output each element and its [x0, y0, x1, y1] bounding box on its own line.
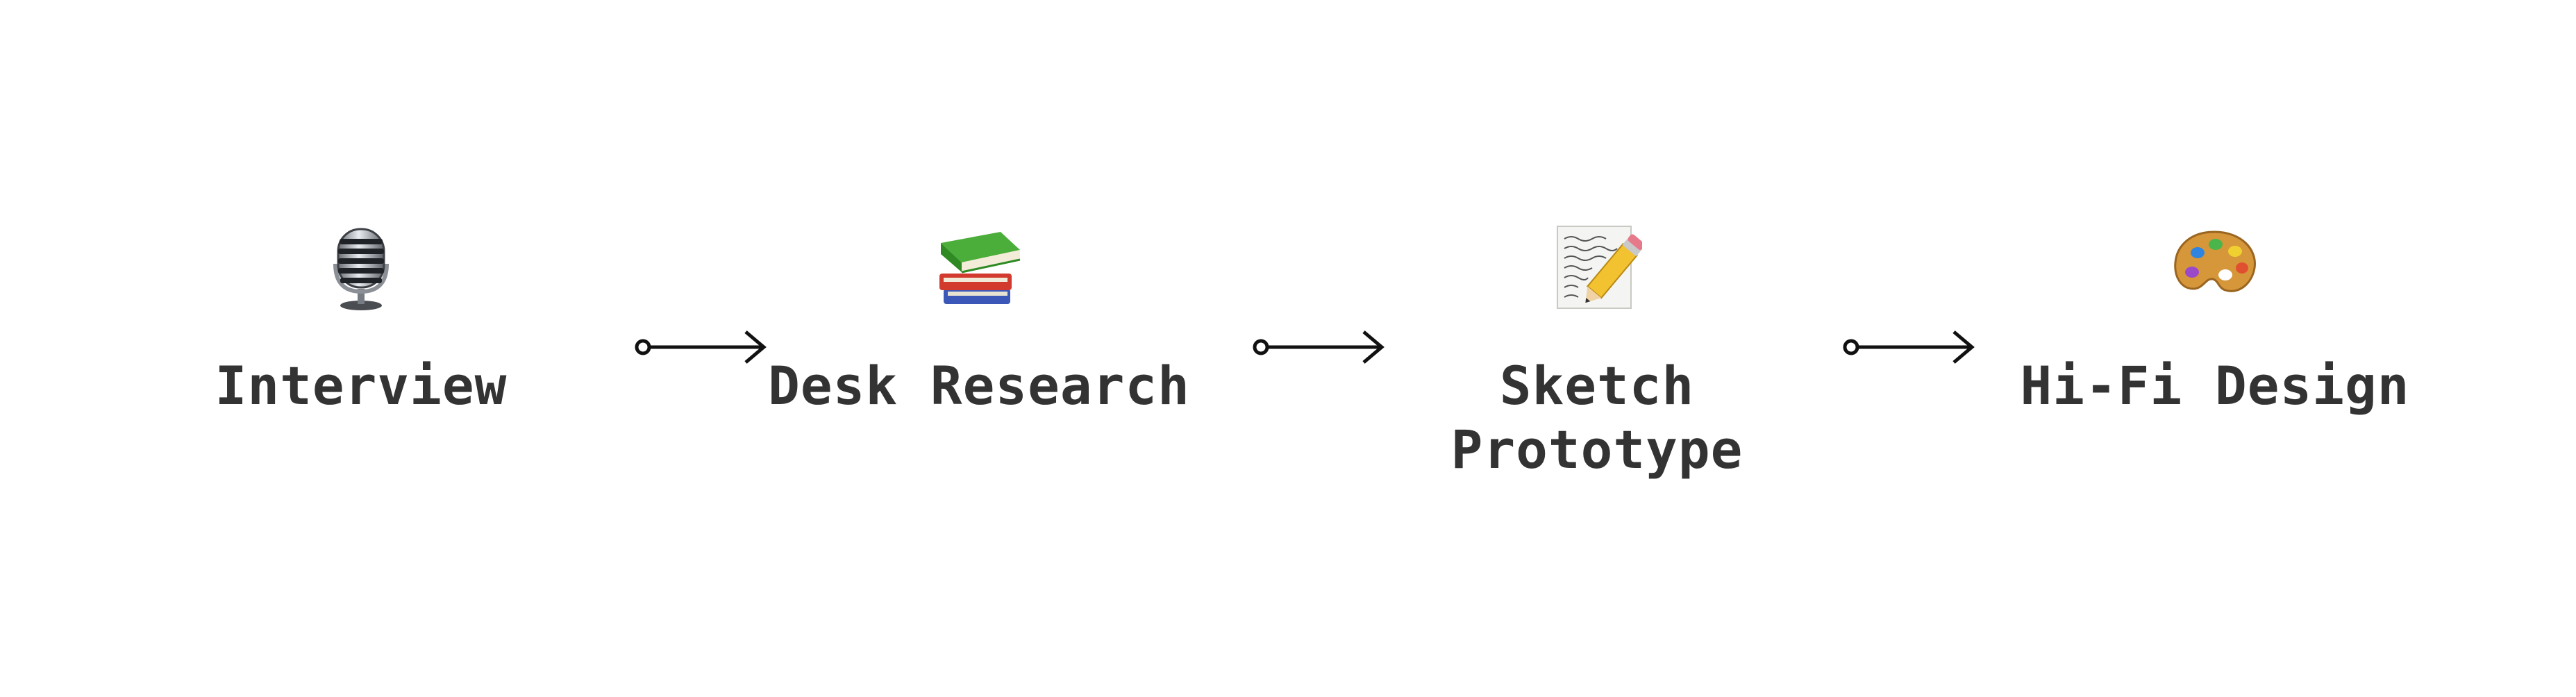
- step-desk-research: Desk Research: [736, 222, 1222, 418]
- arrow-right-icon: [635, 330, 767, 364]
- arrow-right-icon: [1843, 330, 1975, 364]
- step-label: Desk Research: [768, 355, 1190, 417]
- step-hi-fi-design: Hi-Fi Design: [1972, 222, 2458, 418]
- step-label: Interview: [215, 355, 508, 417]
- step-label: Sketch Prototype: [1450, 355, 1743, 480]
- step-label: Hi-Fi Design: [2020, 355, 2410, 417]
- microphone-icon: [316, 222, 406, 312]
- artist-palette-icon: [2170, 222, 2260, 312]
- step-sketch-prototype: Sketch Prototype: [1354, 222, 1840, 482]
- memo-pencil-icon: [1552, 222, 1642, 312]
- arrow-right-icon: [1253, 330, 1385, 364]
- books-icon: [934, 222, 1024, 312]
- step-interview: Interview: [118, 222, 604, 418]
